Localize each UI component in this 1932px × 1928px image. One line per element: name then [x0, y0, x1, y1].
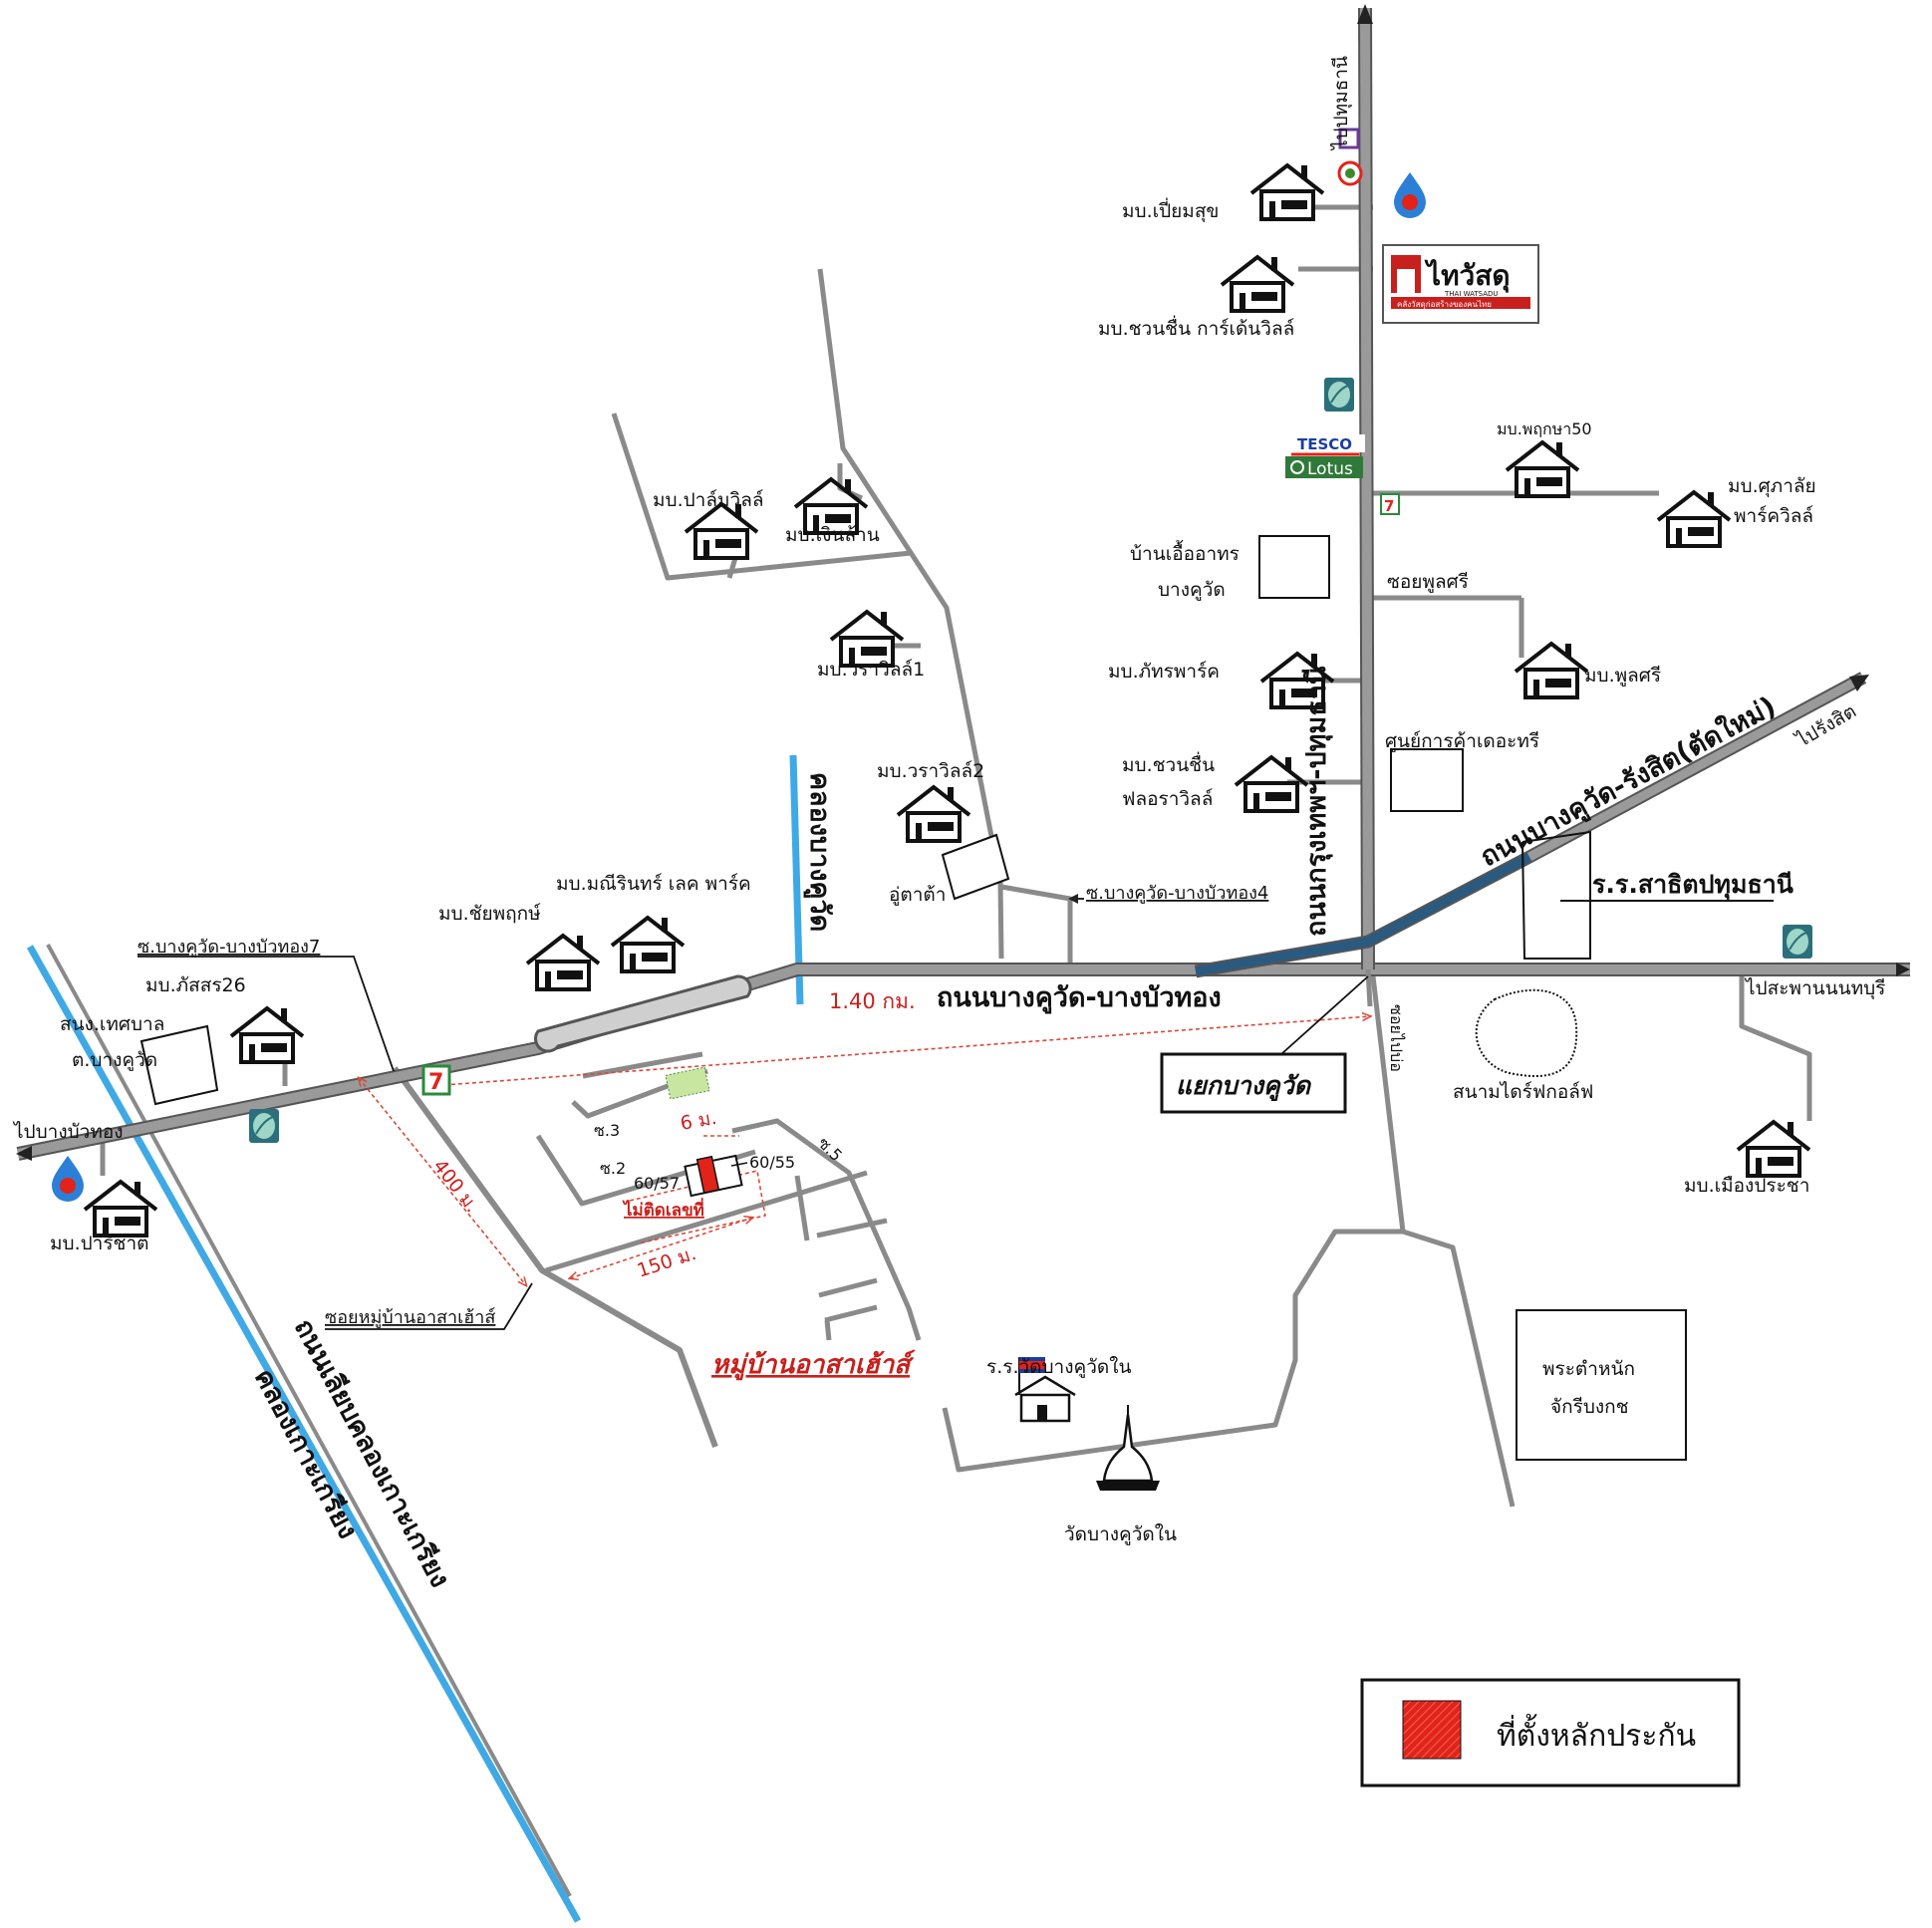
distance-main: 1.40 กม. — [829, 989, 916, 1013]
label-manirin: มบ.มณีรินทร์ เลค พาร์ค — [556, 873, 751, 895]
golf-range-shape — [1475, 988, 1578, 1078]
label-soi3: ซ.3 — [594, 1121, 620, 1140]
collateral-plot — [665, 1066, 743, 1198]
svg-text:7: 7 — [1384, 497, 1394, 515]
label-satit-school: ร.ร.สาธิตปทุมธานี — [1592, 870, 1794, 901]
canal-ko-kriang — [26, 945, 582, 1923]
orphanage-box — [1258, 535, 1330, 599]
label-soi-pool-sri: ซอยพูลศรี — [1387, 571, 1469, 593]
label-palm-ville: มบ.ปาล์มวิลล์ — [653, 489, 763, 511]
label-palace-2: จักรีบงกช — [1550, 1396, 1629, 1418]
label-municipal-2: ต.บางคูวัด — [72, 1049, 157, 1071]
rangsit-road-label: ถนนบางคูวัด-รังสิต(ตัดใหม่) — [1475, 690, 1782, 875]
label-soi5: ซ.5 — [814, 1133, 846, 1165]
label-supalai-1: มบ.ศุภาลัย — [1728, 475, 1816, 498]
thaiwatsadu-logo: ไทวัสดุ THAI WATSADU คลังวัสดุก่อสร้างขอ… — [1382, 244, 1539, 324]
label-chuanchuen-garden: มบ.ชวนชื่น การ์เด้นวิลล์ — [1098, 315, 1294, 340]
label-palace-1: พระตำหนัก — [1542, 1358, 1635, 1380]
soi-south-label: ซอยไปบ่อ — [1387, 1004, 1406, 1072]
label-vara-ville1: มบ.วราวิลล์1 — [817, 659, 925, 681]
label-chuanchuen-flora-1: มบ.ชวนชื่น — [1122, 751, 1215, 776]
tesco-lotus-logo: TESCO Lotus — [1285, 434, 1365, 479]
direction-bang-bua-thong: ไปบางบัวทอง — [12, 1121, 124, 1143]
the-tree-box — [1390, 748, 1464, 812]
label-vara-ville2: มบ.วราวิลล์2 — [877, 760, 984, 782]
leader-lines — [138, 894, 1369, 1330]
label-soi-asa: ซอยหมู่บ้านอาสาเฮ้าส์ — [325, 1307, 495, 1328]
label-pruksa50: มบ.พฤกษา50 — [1497, 419, 1592, 438]
seven-eleven-icon: 7 7 — [421, 493, 1400, 1096]
label-asa-house: หมู่บ้านอาสาเฮ้าส์ — [711, 1349, 916, 1381]
svg-text:7: 7 — [428, 1070, 443, 1095]
legend-label: ที่ตั้งหลักประกัน — [1497, 1714, 1696, 1754]
label-house-60-57: 60/57 — [634, 1174, 680, 1193]
school-flag-icon — [1014, 1357, 1076, 1423]
direction-nonthaburi: ไปสะพานนนทบุรี — [1744, 977, 1885, 1000]
label-muang-pracha: มบ.เมืองประชา — [1684, 1175, 1809, 1197]
label-pium-suk: มบ.เปี่ยมสุข — [1122, 197, 1219, 223]
label-phattra-park: มบ.ภัทรพาร์ค — [1108, 661, 1220, 683]
label-temple: วัดบางคูวัดใน — [1064, 1523, 1177, 1545]
label-no-number: ไม่ติดเลขที่ — [622, 1198, 704, 1221]
satit-school-boundary — [1521, 830, 1591, 960]
label-chai-pruk: มบ.ชัยพฤกษ์ — [438, 903, 541, 925]
rangsit-new-road — [1194, 672, 1869, 978]
svg-text:แยกบางคูวัด: แยกบางคูวัด — [1176, 1071, 1312, 1101]
label-orphanage-2: บางคูวัด — [1158, 579, 1226, 601]
direction-pathum: ไปปทุมธานี — [1330, 56, 1353, 151]
legend: ที่ตั้งหลักประกัน — [1360, 1678, 1741, 1788]
label-house-60-55: 60/55 — [749, 1153, 795, 1172]
svg-text:TESCO: TESCO — [1297, 435, 1352, 453]
svg-text:THAI WATSADU: THAI WATSADU — [1444, 290, 1499, 298]
distance-400: 400 ม. — [428, 1156, 483, 1218]
label-orphanage-1: บ้านเอื้ออาทร — [1130, 540, 1240, 565]
main-road-ns — [1357, 4, 1375, 1007]
label-ngern-lan: มบ.เงินล้าน — [785, 524, 880, 546]
main-road-ns-label: ถนนกรุงเทพฯ-ปทุมธานี — [1301, 666, 1333, 937]
gas-station-sign-icon — [1337, 128, 1363, 186]
label-parichat: มบ.ปาริชาต — [50, 1233, 148, 1254]
u-ta-ta-box — [941, 833, 1010, 901]
distance-150: 150 ม. — [635, 1242, 699, 1282]
label-pool-sri: มบ.พูลศรี — [1584, 665, 1661, 687]
label-municipal-1: สนง.เทศบาล — [60, 1013, 164, 1035]
collateral-legend-swatch — [1402, 1700, 1462, 1760]
label-soi7: ซ.บางคูวัด-บางบัวทอง7 — [138, 937, 320, 958]
label-chuanchuen-flora-2: ฟลอราวิลล์ — [1122, 788, 1213, 810]
svg-text:คลังวัสดุก่อสร้างของคนไทย: คลังวัสดุก่อสร้างของคนไทย — [1397, 300, 1492, 309]
label-supalai-2: พาร์ควิลล์ — [1734, 505, 1813, 527]
canal-bang-khu-wat-label: คลองบางคูวัด — [803, 772, 835, 932]
label-u-ta-ta: อู่ตาต้า — [889, 884, 946, 906]
svg-text:Lotus: Lotus — [1307, 459, 1353, 479]
width-6: 6 ม. — [679, 1107, 718, 1135]
label-soi4: ซ.บางคูวัด-บางบัวทอง4 — [1086, 883, 1268, 904]
palace-box — [1516, 1309, 1687, 1461]
label-golf: สนามไดร์ฟกอล์ฟ — [1453, 1081, 1593, 1103]
label-school-wat: ร.ร.วัดบางคูวัดใน — [986, 1356, 1132, 1378]
municipal-box — [139, 1024, 219, 1106]
junction-box: แยกบางคูวัด — [1160, 1052, 1347, 1114]
label-soi2: ซ.2 — [600, 1159, 626, 1178]
house-icon — [83, 163, 1811, 1238]
main-road-ew-label: ถนนบางคูวัด-บางบัวทอง — [937, 982, 1222, 1014]
label-phatsorn26: มบ.ภัสสร26 — [145, 974, 246, 996]
label-the-tree: ศูนย์การค้าเดอะทรี — [1385, 730, 1539, 752]
temple-stupa-icon — [1096, 1405, 1160, 1491]
svg-text:ไทวัสดุ: ไทวัสดุ — [1424, 259, 1511, 293]
